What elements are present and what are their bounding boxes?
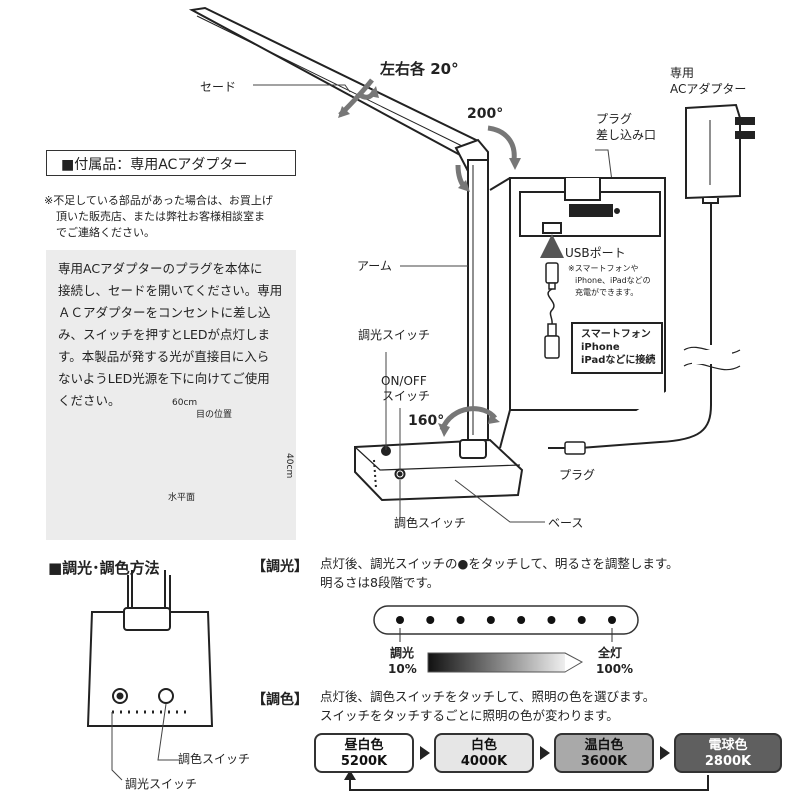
dimming-bar — [373, 605, 639, 635]
dim-width: 60cm — [172, 398, 198, 408]
label-plug-port-1: プラグ — [596, 112, 633, 126]
color-tag: 【調色】 — [252, 692, 308, 708]
brightness-dot — [426, 616, 435, 624]
brightness-dot — [608, 616, 616, 624]
usb-note-3: 充電ができます。 — [575, 288, 639, 297]
method-title: ■調光･調色方法 — [48, 559, 160, 577]
dim-horizontal: 水平面 — [168, 493, 196, 503]
brightness-dot — [577, 616, 586, 624]
step-arrow-icon — [660, 746, 670, 760]
instruction-line: み、スイッチを押すとLEDが点灯しま — [58, 327, 270, 342]
color-step-temperature: 5200K — [340, 754, 388, 769]
dimming-min-label: 調光 — [390, 646, 415, 660]
smartphone-box-line-2: iPhone — [581, 342, 620, 353]
color-step-name: 温白色 — [584, 738, 624, 753]
step-arrow-icon — [540, 746, 550, 760]
missing-note-1: ※不足している部品があった場合は、お買上げ — [44, 194, 273, 207]
missing-note-2: 頂いた販売店、または弊社お客様相談室ま — [56, 210, 265, 223]
label-rotate-base: 160° — [408, 413, 445, 429]
usb-note-2: iPhone、iPadなどの — [575, 276, 651, 285]
instruction-panel — [46, 250, 296, 540]
smartphone-box-line-1: スマートフォン — [581, 329, 651, 340]
instruction-text: 専用ACアダプターのプラグを本体に 接続し、セードを開いてください。専用 ＡＣア… — [58, 258, 298, 412]
dim-eye-position: 目の位置 — [196, 410, 233, 420]
color-step-temperature: 3600K — [580, 754, 628, 769]
dimming-tag: 【調光】 — [252, 559, 308, 575]
label-color-switch: 調色スイッチ — [394, 516, 467, 530]
brightness-dot — [547, 616, 556, 624]
dimming-min-value: 10% — [388, 662, 417, 676]
label-adapter-2: ACアダプター — [670, 82, 747, 96]
label-plug-port-2: 差し込み口 — [596, 128, 657, 142]
instruction-line: 専用ACアダプターのプラグを本体に — [58, 261, 263, 276]
label-dimmer-switch: 調光スイッチ — [358, 328, 431, 342]
label-plug: プラグ — [559, 468, 596, 482]
rear-inset — [489, 177, 666, 449]
instruction-line: ＡＣアダプターをコンセントに差し込 — [58, 305, 271, 320]
instruction-line: ください。 — [58, 393, 121, 408]
label-rotate-shade: 左右各 20° — [380, 60, 459, 78]
dimming-line-1: 点灯後、調光スイッチの●をタッチして、明るさを調整します。 — [320, 556, 679, 571]
dimming-max-label: 全灯 — [598, 646, 623, 660]
smartphone-connect-box: スマートフォン iPhone iPadなどに接続 — [571, 322, 663, 374]
brightness-gradient-arrow — [427, 652, 576, 673]
brightness-dot — [486, 616, 495, 624]
front-view-lamp — [86, 570, 214, 727]
instruction-line: 接続し、セードを開いてください。専用 — [58, 283, 283, 298]
color-line-2: スイッチをタッチするごとに照明の色が変わります。 — [320, 708, 619, 723]
accessory-title: ■付属品：専用ACアダプター — [46, 150, 296, 176]
color-step-name: 電球色 — [708, 738, 748, 753]
method-dimmer-switch: 調光スイッチ — [125, 777, 198, 791]
label-arm: アーム — [357, 259, 392, 273]
missing-note-3: でご連絡ください。 — [56, 226, 155, 239]
cycle-return-arrow — [349, 775, 709, 791]
brightness-dots — [396, 616, 616, 624]
color-step-name: 昼白色 — [344, 738, 384, 753]
brightness-dot — [396, 616, 404, 624]
label-rotate-arm: 200° — [467, 106, 504, 122]
label-base: ベース — [548, 516, 584, 530]
brightness-dot — [456, 616, 465, 624]
method-color-switch: 調色スイッチ — [178, 752, 251, 766]
label-shade: セード — [200, 80, 237, 94]
base-drawing — [354, 438, 524, 502]
label-adapter-1: 専用 — [670, 66, 695, 80]
label-usb-port: USBポート — [565, 246, 626, 260]
label-power-switch-2: スイッチ — [382, 389, 431, 403]
dimming-max-value: 100% — [596, 662, 634, 676]
ac-adapter-drawing — [579, 103, 755, 449]
step-arrow-icon — [420, 746, 430, 760]
brightness-dot — [517, 616, 526, 624]
color-line-1: 点灯後、調色スイッチをタッチして、照明の色を選びます。 — [320, 689, 656, 704]
instruction-line: す。本製品が発する光が直接目に入ら — [58, 349, 270, 364]
smartphone-box-line-3: iPadなどに接続 — [581, 355, 656, 366]
instruction-line: ないようLED光源を下に向けてご使用 — [58, 371, 270, 386]
dim-height: 40cm — [284, 453, 295, 479]
color-step-name: 白色 — [470, 738, 497, 753]
color-step-temperature: 2800K — [704, 754, 752, 769]
color-step-temperature: 4000K — [460, 754, 508, 769]
dimming-line-2: 明るさは8段階です。 — [320, 575, 440, 590]
usb-note-1: ※スマートフォンや — [568, 264, 639, 273]
label-power-switch-1: ON/OFF — [381, 374, 427, 388]
